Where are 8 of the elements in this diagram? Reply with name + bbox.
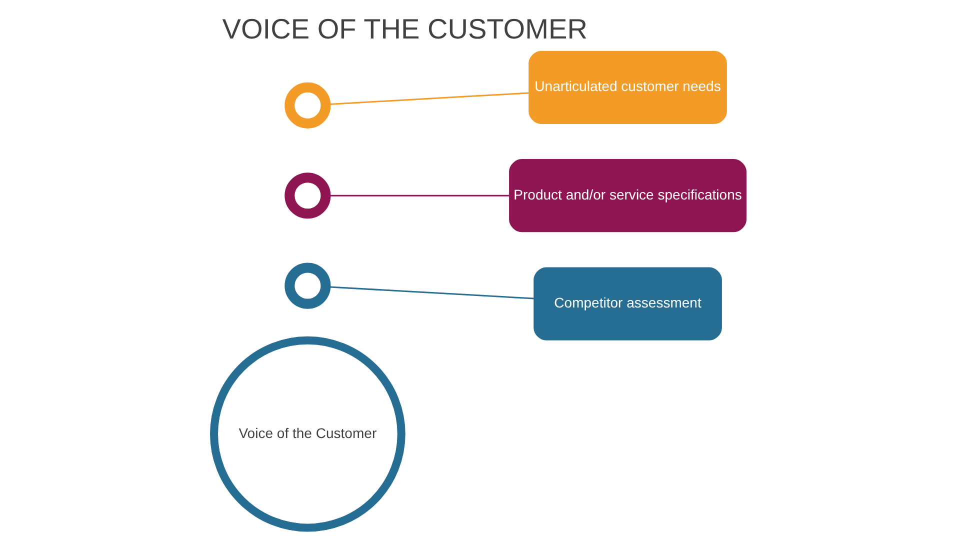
node-circle: Voice of the Customer [210, 336, 406, 532]
node-box: Competitor assessment [534, 267, 722, 340]
node-arc [284, 172, 331, 219]
node-box: Unarticulated customer needs [528, 50, 727, 124]
node-box: Product and/or service specifications [509, 159, 746, 232]
diagram-title: VOICE OF THE CUSTOMER [222, 14, 588, 45]
node-arc [284, 82, 331, 128]
node-arc [284, 262, 331, 309]
